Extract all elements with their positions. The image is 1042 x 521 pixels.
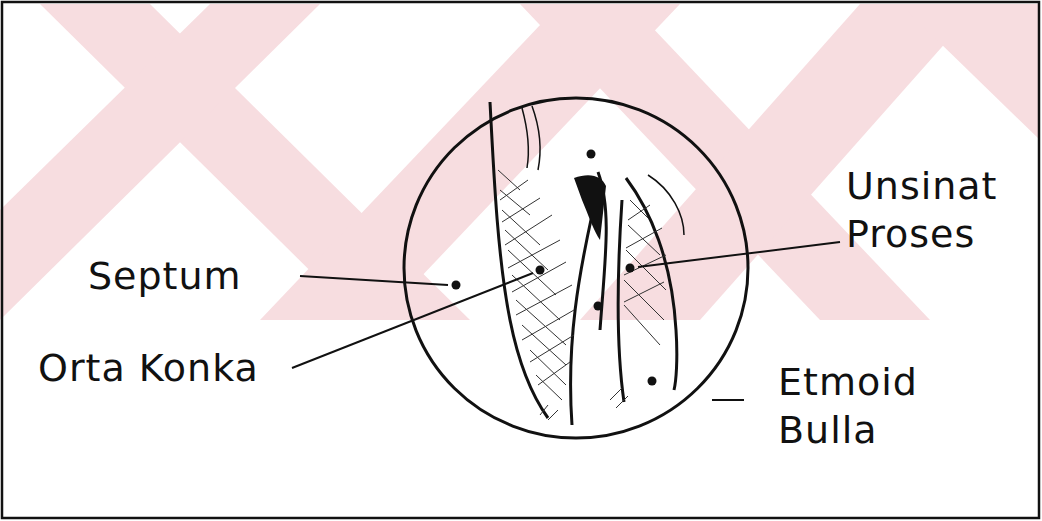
septum-label: Septum [88, 252, 242, 300]
leader-lines [292, 242, 840, 400]
mucosa-hatching [498, 170, 666, 420]
uncinate-process-label: Unsinat Proses [846, 162, 1031, 258]
middle-turbinate-label: Orta Konka [38, 344, 259, 392]
watermark [0, 4, 1040, 320]
ethmoid-bulla-label: Etmoid Bulla [778, 358, 953, 454]
marker-dots [452, 150, 657, 386]
anatomy [490, 102, 684, 425]
endoscope-view [404, 98, 748, 438]
dark-meatus [574, 175, 606, 240]
